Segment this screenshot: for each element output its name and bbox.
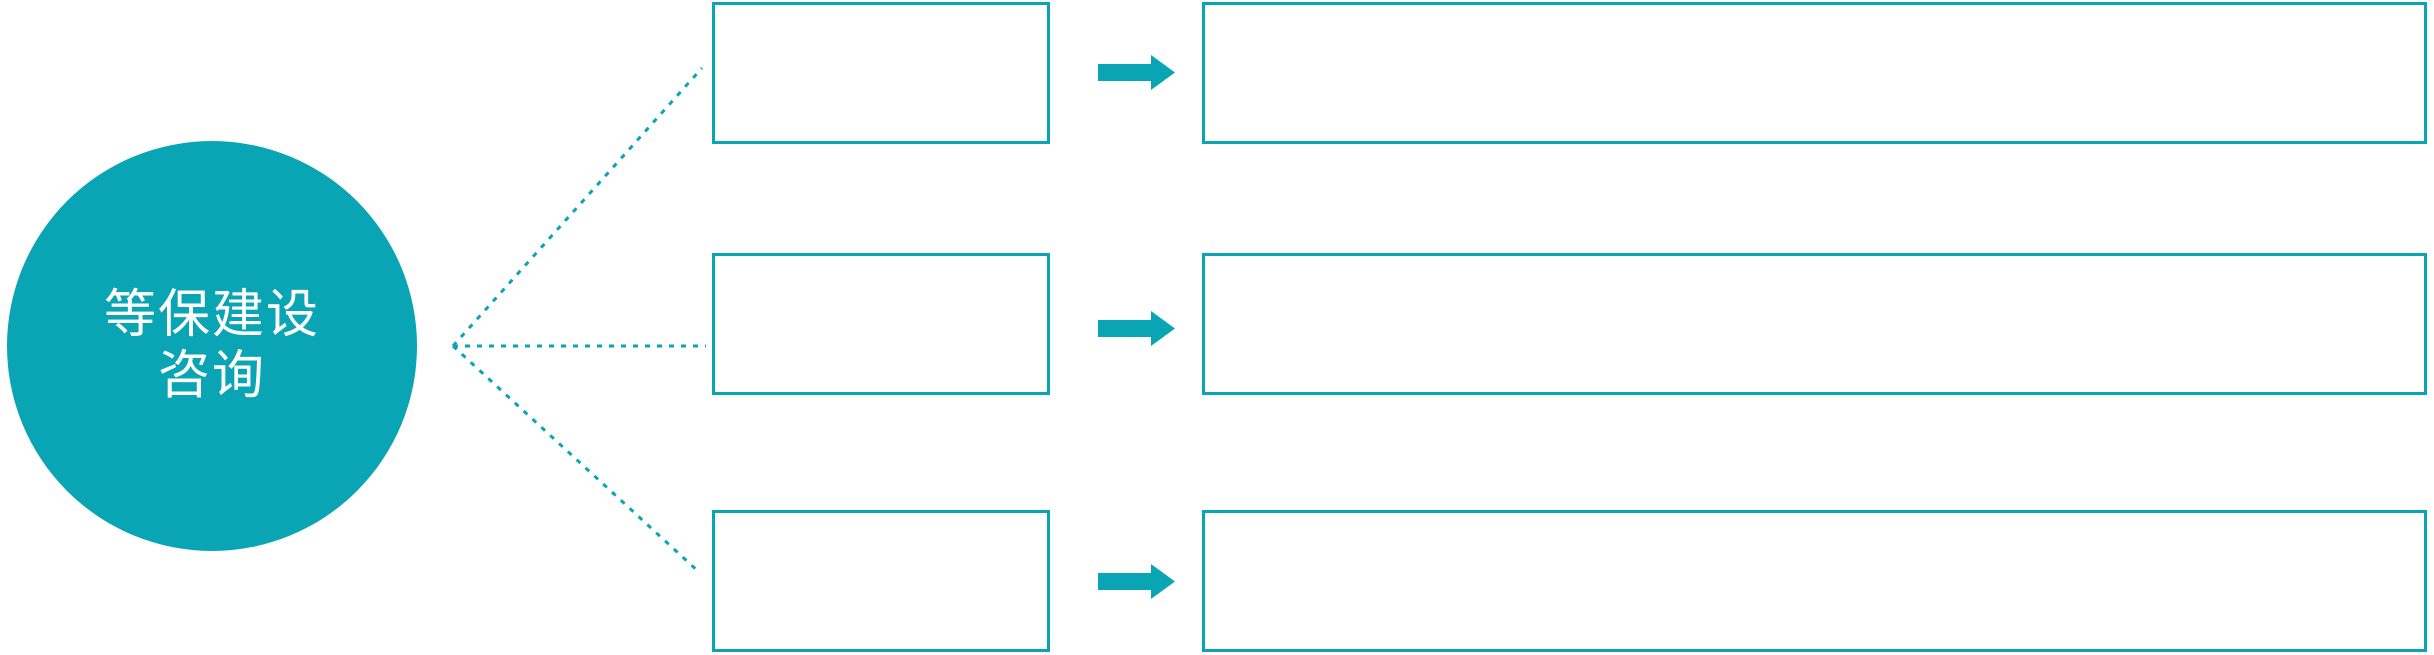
step-box-3	[712, 510, 1050, 652]
step-box-1	[712, 2, 1050, 144]
step-box-2	[712, 253, 1050, 395]
right-arrow-icon	[1098, 564, 1175, 599]
detail-box-3	[1202, 510, 2427, 652]
root-node-circle: 等保建设 咨询	[7, 141, 417, 551]
right-arrow-icon	[1098, 311, 1175, 346]
root-node-label-line2: 咨询	[157, 347, 266, 405]
connector-line-top	[451, 66, 704, 348]
detail-box-1	[1202, 2, 2427, 144]
root-node-label-line1: 等保建设	[103, 286, 320, 345]
right-arrow-icon	[1098, 55, 1175, 90]
connector-line-bottom	[451, 344, 702, 575]
detail-box-2	[1202, 253, 2427, 395]
